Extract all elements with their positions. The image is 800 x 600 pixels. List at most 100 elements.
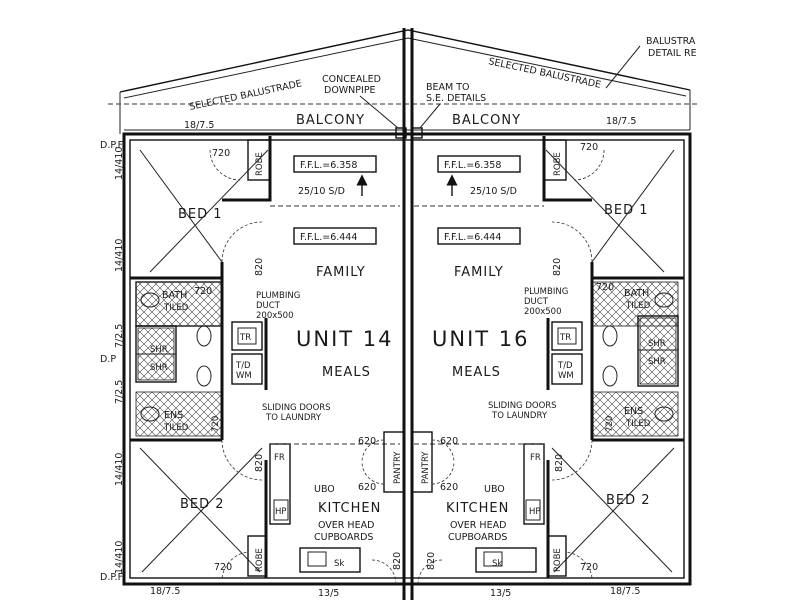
pantry-left: PANTRY: [393, 451, 403, 484]
ffl-box-upper-right: [437, 155, 521, 173]
balcony-label-right: BALCONY: [452, 113, 521, 128]
dim-13-5-left: 13/5: [318, 588, 339, 599]
dim-620-b: 620: [358, 482, 376, 493]
ubo-right: UBO: [484, 484, 505, 495]
dim-dpf-top: D.P.F: [100, 140, 123, 151]
dim-820-d: 820: [554, 454, 565, 472]
overhead-right-1: OVER HEAD: [450, 520, 506, 531]
sd-left: 25/10 S/D: [298, 186, 345, 197]
sk-left: Sk: [334, 559, 344, 569]
dim-dpf-bottom: D.P.F: [100, 572, 123, 583]
kitchen-left: KITCHEN: [318, 501, 381, 516]
dim-720-e: 720: [214, 562, 232, 573]
fr-left: FR: [274, 453, 285, 463]
plumbing-right-2: DUCT: [524, 297, 549, 307]
dim-18-75-left-bottom: 18/7.5: [150, 586, 180, 597]
ffl-box-lower-left: [293, 227, 377, 245]
unit-14: [130, 136, 405, 585]
tr-left: TR: [239, 333, 251, 343]
shr-right-1: SHR: [648, 339, 666, 349]
plumbing-right-3: 200x500: [524, 307, 561, 317]
unit-16: [411, 136, 684, 585]
dim-720-c: 720: [194, 286, 212, 297]
dim-18-75-right: 18/7.5: [606, 116, 636, 127]
hp-right: HP: [529, 507, 541, 517]
ens-left: ENS: [164, 410, 183, 421]
dim-820-e: 820: [392, 552, 403, 570]
ubo-left: UBO: [314, 484, 335, 495]
bed2-right: BED 2: [606, 493, 651, 508]
outer-walls: [122, 132, 692, 586]
unit-14-label: UNIT 14: [296, 327, 394, 351]
dim-dp-mid: D.P: [100, 354, 116, 365]
dim-720-d: 720: [596, 282, 614, 293]
tr-right: TR: [559, 333, 571, 343]
shr-right-2: SHR: [648, 357, 666, 367]
dim-820-c: 820: [254, 454, 265, 472]
robe-left-top: ROBE: [255, 152, 265, 176]
dim-620-c: 620: [440, 436, 458, 447]
overhead-left-2: CUPBOARDS: [314, 532, 373, 543]
meals-left: MEALS: [322, 365, 371, 380]
sliding-left-2: TO LAUNDRY: [265, 413, 322, 423]
beam-line2: S.E. DETAILS: [426, 93, 486, 104]
td-right: T/D: [557, 361, 573, 371]
meals-right: MEALS: [452, 365, 501, 380]
bed1-left: BED 1: [178, 207, 223, 222]
family-left: FAMILY: [316, 265, 366, 280]
bath-tiled-left: TILED: [163, 303, 189, 313]
dim-14-410-a: 14/410: [114, 147, 125, 180]
sliding-right-2: TO LAUNDRY: [491, 411, 548, 421]
dim-820-b: 820: [552, 258, 563, 276]
plumbing-left-1: PLUMBING: [256, 291, 300, 301]
wm-left: WM: [236, 371, 252, 381]
plumbing-right-1: PLUMBING: [524, 287, 568, 297]
sk-right: Sk: [492, 559, 502, 569]
robe-left-bottom: ROBE: [255, 548, 265, 572]
balcony-label-left: BALCONY: [296, 113, 365, 128]
dim-720-f: 720: [580, 562, 598, 573]
ens-tiled-left: TILED: [163, 423, 189, 433]
family-right: FAMILY: [454, 265, 504, 280]
dim-14-410-c: 14/410: [114, 453, 125, 486]
ens-tiled-right: TILED: [625, 419, 651, 429]
pantry-right: PANTRY: [421, 451, 431, 484]
bed2-left: BED 2: [180, 497, 225, 512]
dim-7-25-a: 7/2.5: [114, 324, 125, 348]
td-left: T/D: [235, 361, 251, 371]
ffl-lower-right: F.F.L.=6.444: [444, 232, 501, 243]
dim-18-75-left: 18/7.5: [184, 120, 214, 131]
dim-820-a: 820: [254, 258, 265, 276]
unit-16-label: UNIT 16: [432, 327, 530, 351]
balustrade-detail-line2: DETAIL RE: [648, 48, 697, 59]
overhead-left-1: OVER HEAD: [318, 520, 374, 531]
overhead-right-2: CUPBOARDS: [448, 532, 507, 543]
bed1-right: BED 1: [604, 203, 649, 218]
ffl-box-lower-right: [437, 227, 521, 245]
sliding-left-1: SLIDING DOORS: [262, 403, 331, 413]
balustrade: [108, 28, 700, 600]
concealed-downpipe-line1: CONCEALED: [322, 74, 381, 85]
robe-right-bottom: ROBE: [553, 548, 563, 572]
fr-right: FR: [530, 453, 541, 463]
kitchen-right: KITCHEN: [446, 501, 509, 516]
dim-720-a: 720: [212, 148, 230, 159]
dim-720-b: 720: [580, 142, 598, 153]
dim-13-5-right: 13/5: [490, 588, 511, 599]
hp-left: HP: [275, 507, 287, 517]
ffl-box-upper-left: [293, 155, 377, 173]
concealed-downpipe-line2: DOWNPIPE: [324, 85, 376, 96]
dim-18-75-right-bottom: 18/7.5: [610, 586, 640, 597]
ffl-upper-left: F.F.L.=6.358: [300, 160, 357, 171]
shr-left-2: SHR: [150, 363, 168, 373]
sliding-right-1: SLIDING DOORS: [488, 401, 557, 411]
shr-left-1: SHR: [150, 345, 168, 355]
dim-820-f: 820: [426, 552, 437, 570]
bath-tiled-right: TILED: [625, 301, 651, 311]
ens-right: ENS: [624, 406, 643, 417]
sd-right: 25/10 S/D: [470, 186, 517, 197]
dim-720-h: 720: [605, 416, 615, 432]
robe-right-top: ROBE: [553, 152, 563, 176]
plumbing-left-3: 200x500: [256, 311, 293, 321]
dim-14-410-b: 14/410: [114, 239, 125, 272]
